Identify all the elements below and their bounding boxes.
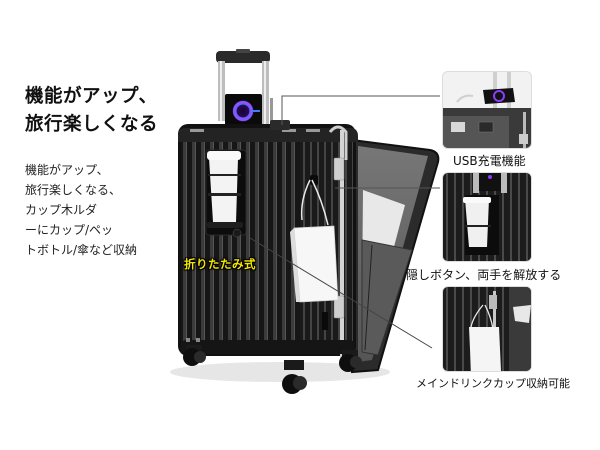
callout-usb-image [442,71,532,149]
foldable-label: 折りたたみ式 [184,257,256,271]
description-line-3: カップ木ルダ [25,203,98,217]
description-line-1: 機能がアップ、 [25,163,109,177]
callout-drink-caption: メインドリンクカップ収納可能 [416,377,570,390]
description-line-2: 旅行楽しくなる、 [25,183,122,197]
callout-hidden-button-image [442,172,532,262]
callout-drink-image [442,286,532,372]
headline-line-1: 機能がアップ、 [25,86,158,107]
feature-description: 機能がアップ、 旅行楽しくなる、 カップ木ルダ ーにカップ/ペッ トボトル/傘な… [25,160,185,260]
headline-line-2: 旅行楽しくなる [25,114,159,135]
headline: 機能がアップ、 旅行楽しくなる [25,83,185,139]
description-line-4: ーにカップ/ペッ [25,223,114,237]
callout-hidden-button-caption: 隠しボタン、両手を解放する [406,268,562,282]
charging-light-icon [232,100,254,122]
wheel-icon [183,345,206,366]
callout-usb-caption: USB充電機能 [453,154,526,168]
description-line-5: トボトル/傘など収納 [25,243,138,257]
